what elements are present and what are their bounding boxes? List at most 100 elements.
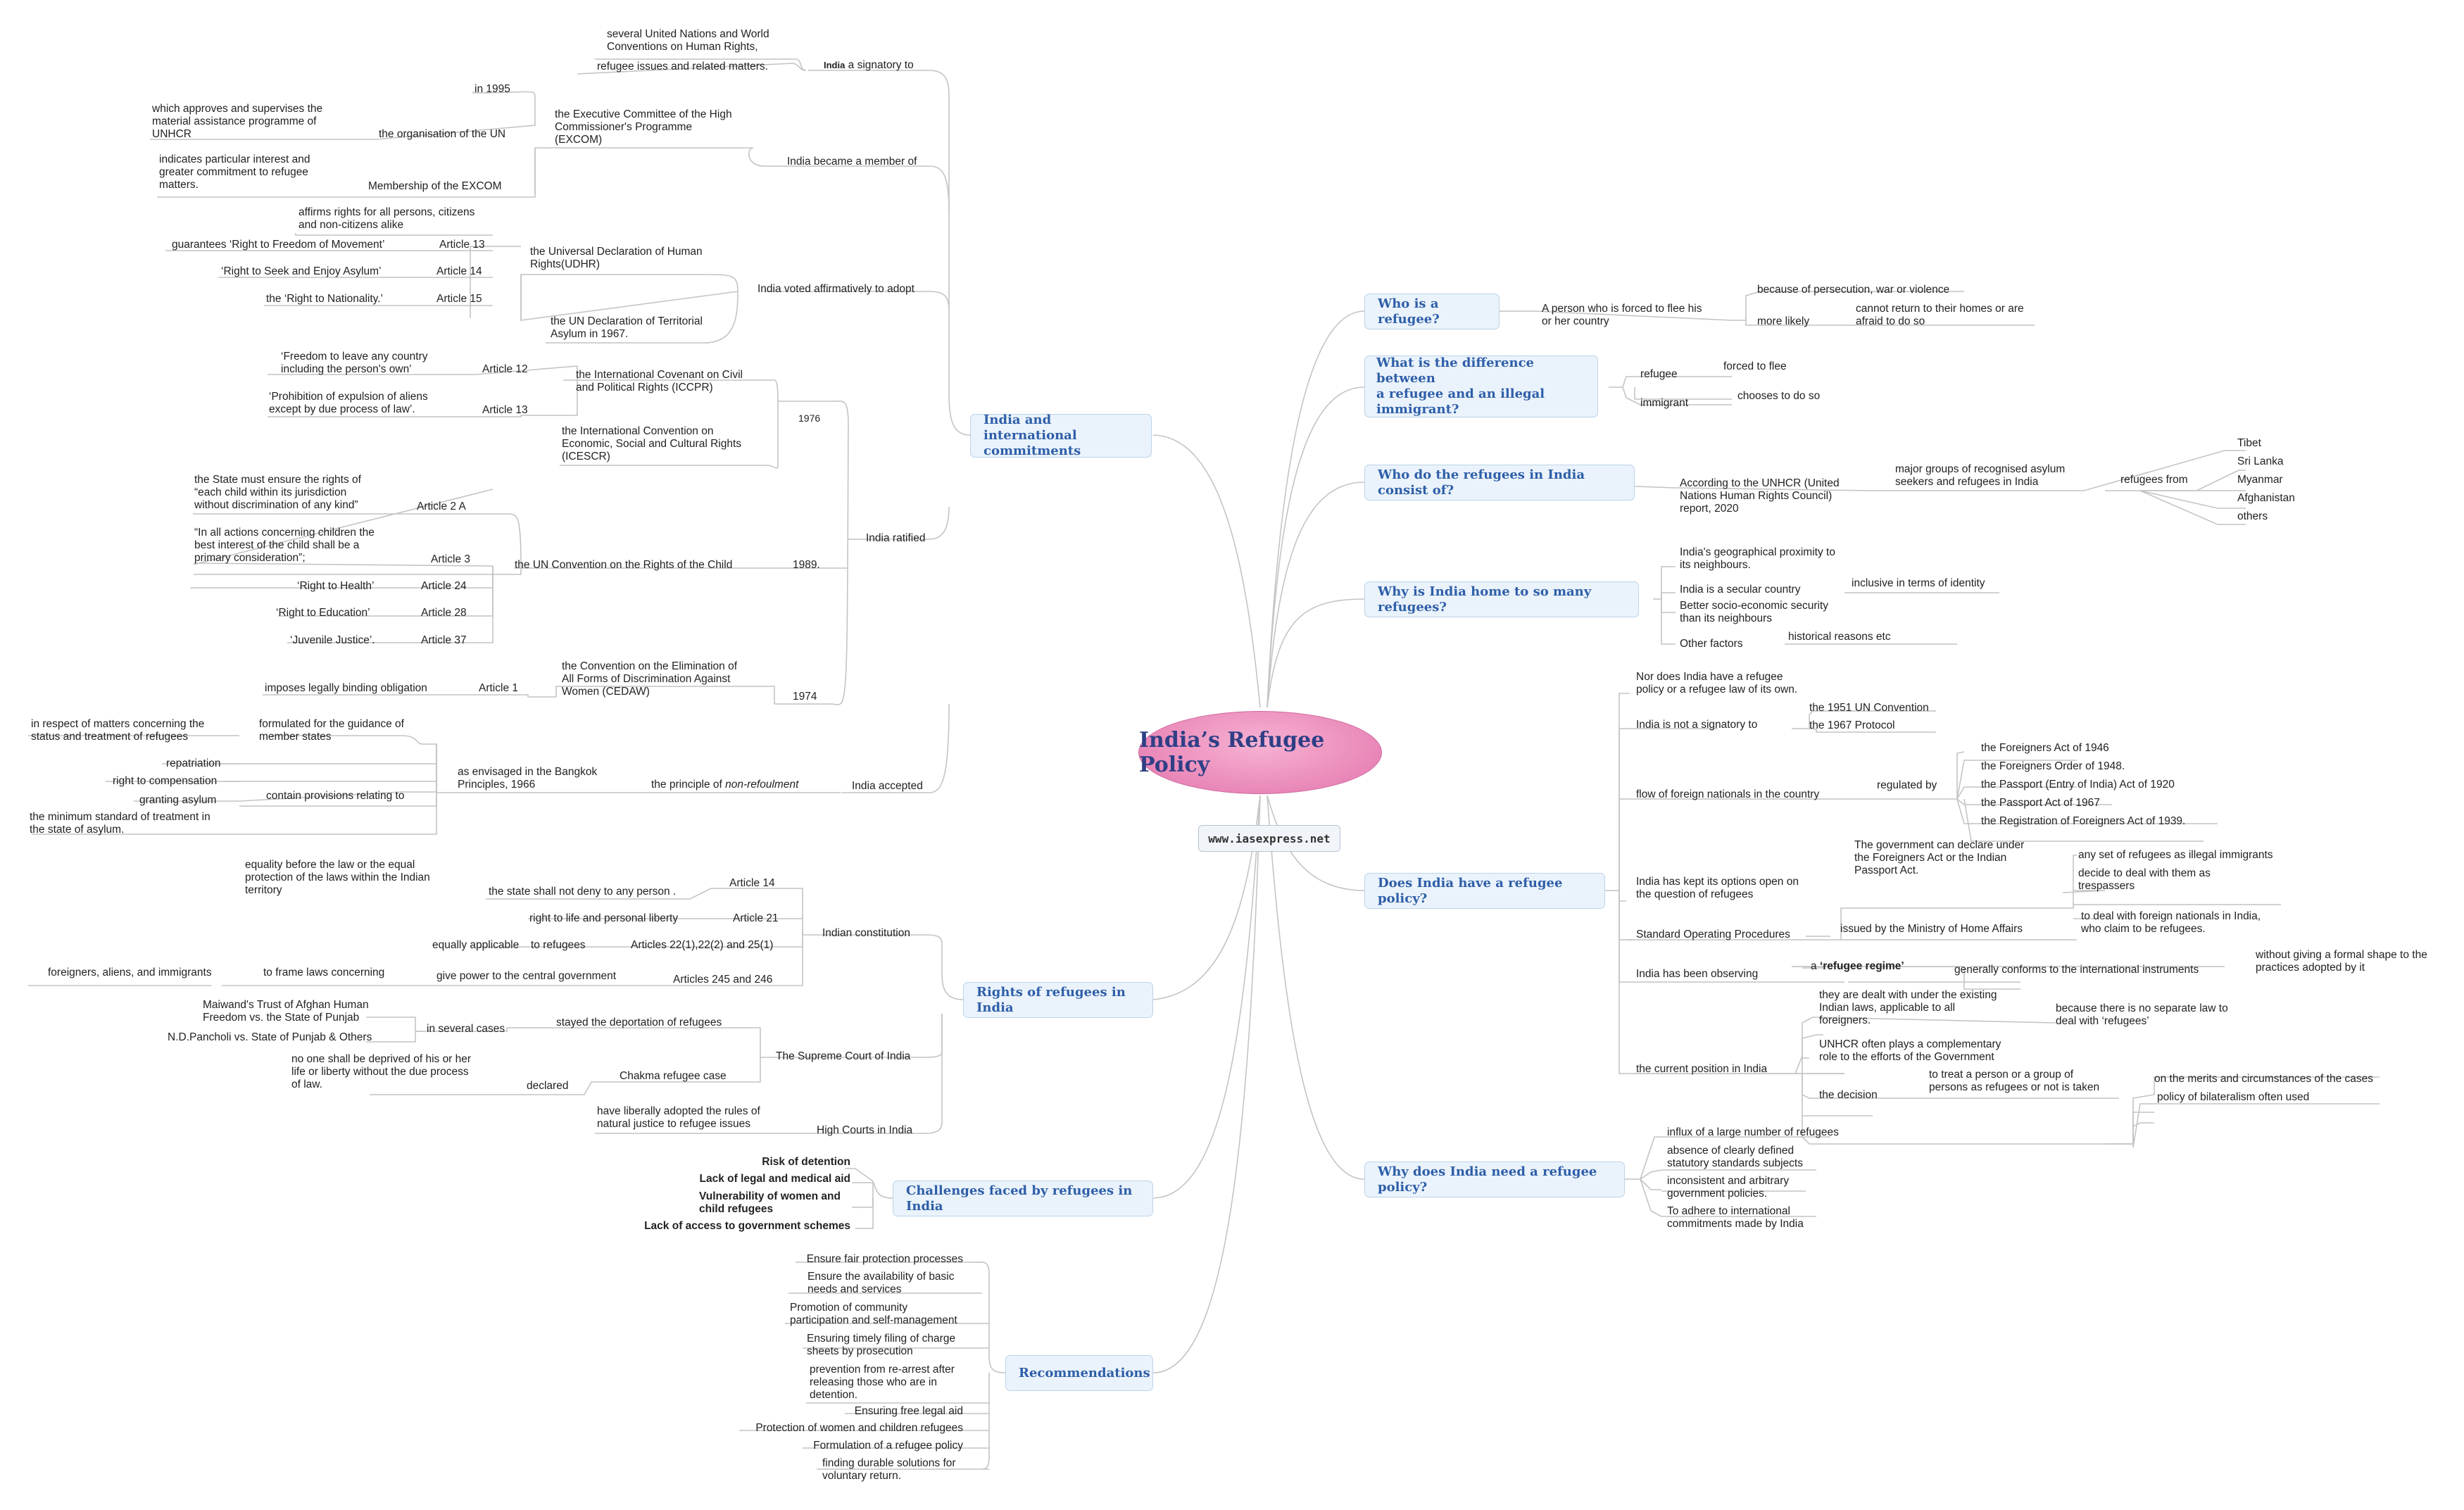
topic-principle-italic: non-refoulment <box>725 779 799 791</box>
branch-india-international[interactable]: India and international commitments <box>970 413 1152 458</box>
topic-year-1989: 1989. <box>793 559 820 571</box>
topic-options-open: India has kept its options open on the q… <box>1636 876 1799 900</box>
topic-flow-foreign-nationals: flow of foreign nationals in the country <box>1636 788 1820 800</box>
topic-indian-constitution: Indian constitution <box>822 927 910 939</box>
topic-merits-circumstances: on the merits and circumstances of the c… <box>2154 1073 2374 1085</box>
topic-others: others <box>2237 510 2268 522</box>
topic-juvenile-justice: ‘Juvenile Justice’. <box>290 634 375 646</box>
topic-foreigners-order-1948: the Foreigners Order of 1948. <box>1981 760 2125 772</box>
topic-stayed-deportation: stayed the deportation of refugees <box>556 1017 722 1028</box>
topic-adhere-commitments: To adhere to international commitments m… <box>1667 1205 1804 1230</box>
branch-why-home[interactable]: Why is India home to so many refugees? <box>1364 581 1639 617</box>
topic-natural-justice: have liberally adopted the rules of natu… <box>597 1105 760 1130</box>
topic-unhcr-role: UNHCR often plays a complementary role t… <box>1819 1038 2001 1063</box>
topic-article-24: Article 24 <box>421 580 467 592</box>
branch-rights-of-refugees[interactable]: Rights of refugees in India <box>963 982 1153 1018</box>
topic-sri-lanka: Sri Lanka <box>2237 455 2284 467</box>
topic-maiwand: Maiwand's Trust of Afghan Human Freedom … <box>203 999 369 1024</box>
topic-cedaw: the Convention on the Elimination of All… <box>562 660 738 698</box>
website-label[interactable]: www.iasexpress.net <box>1198 825 1340 852</box>
topic-foreigners: foreigners, aliens, and immigrants <box>48 967 212 979</box>
topic-inconsistent-policies: inconsistent and arbitrary government po… <box>1667 1175 1790 1200</box>
topic-chooses: chooses to do so <box>1737 390 1821 402</box>
topic-dealt-existing-laws: they are dealt with under the existing I… <box>1819 989 1997 1026</box>
topic-to-refugees: to refugees <box>531 939 586 951</box>
branch-refugee-policy[interactable]: Does India have a refugee policy? <box>1364 873 1605 909</box>
topic-registration-1939: the Registration of Foreigners Act of 19… <box>1981 815 2186 827</box>
topic-year-1974: 1974 <box>793 691 817 703</box>
topic-article-2a: Article 2 A <box>417 501 466 512</box>
topic-india-ratified: India ratified <box>866 532 926 544</box>
topic-indicates: indicates particular interest and greate… <box>159 153 310 191</box>
topic-give-power: give power to the central government <box>436 970 617 982</box>
topic-movement: guarantees ‘Right to Freedom of Movement… <box>172 239 385 251</box>
topic-membership: Membership of the EXCOM <box>368 180 502 192</box>
topic-unhcr-report: According to the UNHCR (United Nations H… <box>1680 477 1840 515</box>
topic-rec-community: Promotion of community participation and… <box>790 1302 957 1326</box>
topic-best-interest: “In all actions concerning children the … <box>194 527 375 564</box>
topic-signatory-list: several United Nations and World Convent… <box>607 28 769 53</box>
topic-article-14b: Article 14 <box>729 877 775 889</box>
branch-who-is-refugee[interactable]: Who is a refugee? <box>1364 294 1500 329</box>
topic-foreigners-act-1946: the Foreigners Act of 1946 <box>1981 742 2109 754</box>
topic-refugee-issues: refugee issues and related matters. <box>597 61 768 73</box>
topic-article-14a: Article 14 <box>436 265 482 277</box>
topic-equally-applicable: equally applicable <box>432 939 520 951</box>
topic-rec-basic-needs: Ensure the availability of basic needs a… <box>807 1271 955 1295</box>
topic-more-likely: more likely <box>1757 315 1810 327</box>
topic-historical-reasons: historical reasons etc <box>1788 631 1891 643</box>
topic-refugee: refugee <box>1640 368 1678 380</box>
topic-india-signatory-india: India <box>824 60 846 70</box>
topic-major-groups: major groups of recognised asylum seeker… <box>1895 463 2066 488</box>
topic-chakma: Chakma refugee case <box>620 1070 727 1082</box>
topic-binding-obligation: imposes legally binding obligation <box>265 682 427 694</box>
topic-state-ensure: the State must ensure the rights of “eac… <box>194 474 361 511</box>
topic-compensation: right to compensation <box>113 775 218 787</box>
topic-conforms: generally conforms to the international … <box>1954 964 2199 976</box>
topic-issued-mha: issued by the Ministry of Home Affairs <box>1840 923 2023 935</box>
topic-no-one-deprived: no one shall be deprived of his or her l… <box>291 1053 472 1090</box>
branch-refugees-consist[interactable]: Who do the refugees in India consist of? <box>1364 465 1635 501</box>
branch-recommendations[interactable]: Recommendations <box>1005 1355 1153 1391</box>
topic-high-courts: High Courts in India <box>817 1124 913 1136</box>
topic-status-treatment: in respect of matters concerning the sta… <box>31 718 205 743</box>
topic-principle-text: the principle of <box>651 779 726 791</box>
topic-bangkok: as envisaged in the Bangkok Principles, … <box>458 766 598 791</box>
topic-supreme-court: The Supreme Court of India <box>776 1050 911 1062</box>
topic-inclusive: inclusive in terms of identity <box>1852 577 1985 589</box>
topic-rec-durable-solutions: finding durable solutions for voluntary … <box>822 1457 956 1482</box>
branch-difference[interactable]: What is the difference between a refugee… <box>1364 356 1598 417</box>
topic-not-signatory: India is not a signatory to <box>1636 719 1758 731</box>
topic-1951-convention: the 1951 UN Convention <box>1809 702 1929 714</box>
topic-article-12: Article 12 <box>482 363 528 375</box>
topic-formulated: formulated for the guidance of member st… <box>259 718 404 743</box>
topic-refugee-regime-a: a <box>1811 960 1820 972</box>
topic-nor-does-india: Nor does India have a refugee policy or … <box>1636 671 1798 696</box>
topic-equality: equality before the law or the equal pro… <box>245 859 430 896</box>
topic-rec-women-children: Protection of women and children refugee… <box>755 1422 963 1434</box>
topic-india-accepted: India accepted <box>852 780 923 792</box>
topic-right-education: ‘Right to Education’ <box>276 607 370 619</box>
topic-article-13a: Article 13 <box>439 239 485 251</box>
topic-deal-foreign-nationals: to deal with foreign nationals in India,… <box>2081 910 2261 935</box>
branch-challenges[interactable]: Challenges faced by refugees in India <box>893 1181 1153 1216</box>
topic-rec-fair-protection: Ensure fair protection processes <box>806 1253 963 1265</box>
topic-current-position: the current position in India <box>1636 1063 1768 1075</box>
topic-india-voted: India voted affirmatively to adopt <box>758 283 914 295</box>
topic-tibet: Tibet <box>2237 437 2261 449</box>
topic-asylum: ‘Right to Seek and Enjoy Asylum’ <box>221 265 382 277</box>
website-text: www.iasexpress.net <box>1208 831 1331 845</box>
topic-state-deny: the state shall not deny to any person . <box>489 886 677 898</box>
topic-refugees-from: refugees from <box>2120 474 2188 486</box>
central-topic[interactable]: India’s Refugee Policy <box>1138 711 1382 794</box>
topic-passport-1920: the Passport (Entry of India) Act of 192… <box>1981 779 2175 791</box>
topic-rec-legal-aid: Ensuring free legal aid <box>854 1405 963 1417</box>
topic-trespassers: decide to deal with them as trespassers <box>2078 867 2211 892</box>
topic-territorial-asylum: the UN Declaration of Territorial Asylum… <box>551 315 703 340</box>
topic-illegal-immigrants: any set of refugees as illegal immigrant… <box>2078 849 2273 861</box>
topic-year-1976: 1976 <box>798 413 821 424</box>
topic-secular-country: India is a secular country <box>1680 584 1801 596</box>
branch-need-policy[interactable]: Why does India need a refugee policy? <box>1364 1162 1625 1197</box>
topic-challenge-schemes: Lack of access to government schemes <box>644 1220 850 1232</box>
